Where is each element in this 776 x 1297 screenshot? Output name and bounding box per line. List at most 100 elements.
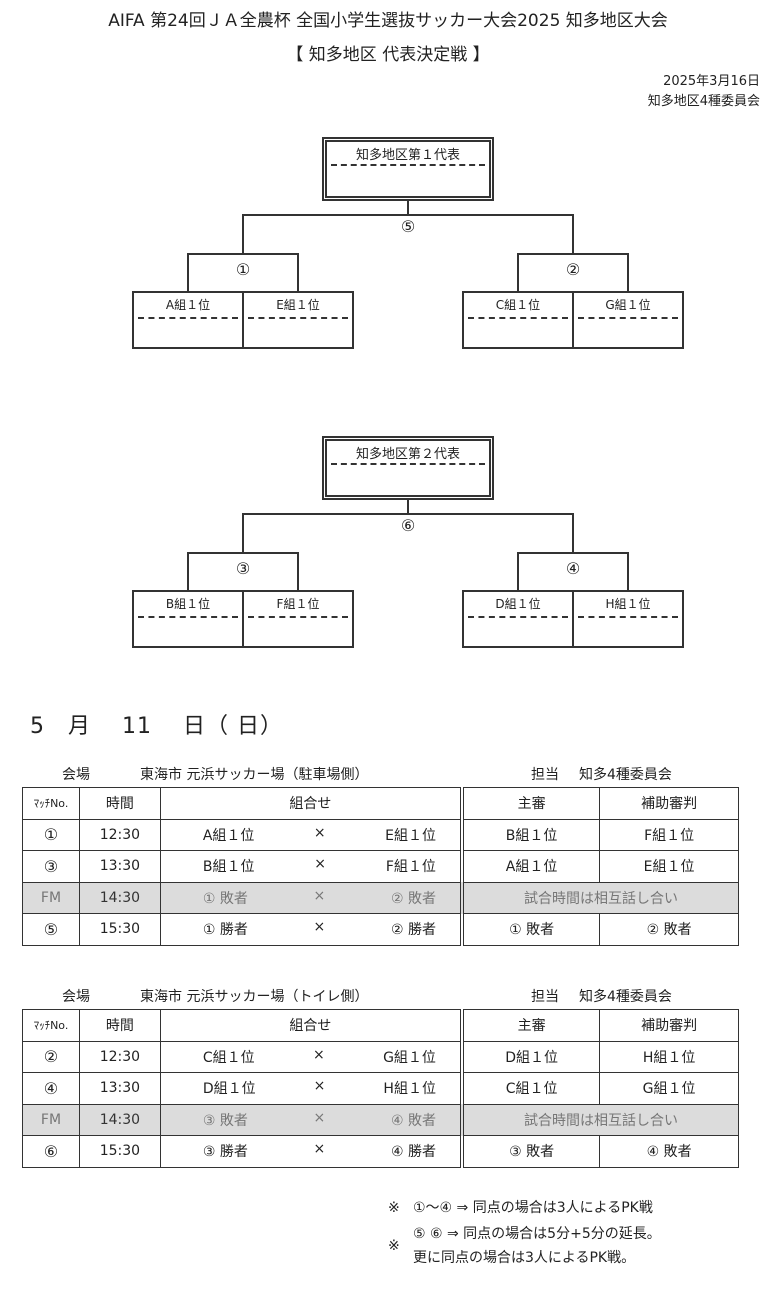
friendly-match-note: 試合時間は相互話し合い: [461, 1103, 739, 1136]
slot-label: A組１位: [165, 298, 211, 312]
bracket-slot: G組１位: [572, 291, 684, 349]
referee: D組１位: [461, 1040, 601, 1073]
match-combination: ③ 敗者×④ 敗者: [159, 1103, 464, 1136]
header-combination: 組合せ: [159, 1009, 464, 1042]
charge-label: 担当: [531, 989, 559, 1005]
header-match-no: ﾏｯﾁNo.: [22, 787, 80, 820]
referee: B組１位: [461, 818, 601, 851]
away-team: ② 敗者: [390, 890, 436, 907]
match-time: 12:30: [78, 818, 161, 851]
referee: ③ 敗者: [461, 1135, 601, 1168]
away-team: E組１位: [385, 827, 436, 844]
note-line: ⑤ ⑥ ⇒ 同点の場合は5分+5分の延長。: [413, 1226, 661, 1242]
representative-label: 知多地区第１代表: [355, 148, 460, 163]
table-row: ⑥ 15:30 ③ 勝者×④ 勝者 ③ 敗者 ④ 敗者: [22, 1135, 739, 1168]
schedule-table: ﾏｯﾁNo. 時間 組合せ 主審 補助審判 ① 12:30 A組１位×E組１位 …: [22, 787, 739, 946]
note-line: ①～④ ⇒ 同点の場合は3人によるPK戦: [413, 1200, 653, 1216]
assistant-referee: F組１位: [599, 818, 739, 851]
slot-label: E組１位: [276, 298, 320, 312]
versus-mark: ×: [314, 856, 327, 873]
referee: A組１位: [461, 850, 601, 883]
bracket-slot: H組１位: [572, 590, 684, 648]
bracket-slot: B組１位: [132, 590, 244, 648]
match-combination: ① 敗者 × ② 敗者: [159, 881, 464, 914]
header-match-no: ﾏｯﾁNo.: [22, 1009, 80, 1042]
versus-mark: ×: [313, 887, 326, 904]
representative-box: 知多地区第１代表: [322, 137, 494, 201]
match-time: 14:30: [78, 881, 161, 914]
table-header-row: ﾏｯﾁNo. 時間 組合せ 主審 補助審判: [22, 787, 739, 820]
table-row-friendly-match: FM 14:30 ① 敗者 × ② 敗者 試合時間は相互話し合い: [22, 881, 739, 914]
venue-name: 東海市 元浜サッカー場（トイレ側）: [140, 989, 369, 1005]
slot-label: D組１位: [495, 597, 541, 611]
home-team: D組１位: [202, 1081, 256, 1098]
table-row: ③ 13:30 B組１位 × F組１位 A組１位 E組１位: [22, 850, 739, 883]
header-assistant: 補助審判: [599, 787, 739, 820]
match-time: 13:30: [78, 1072, 161, 1105]
friendly-match-note: 試合時間は相互話し合い: [461, 881, 739, 914]
note-mark: ※: [388, 1238, 400, 1254]
assistant-referee: ④ 敗者: [599, 1135, 739, 1168]
match-number: ③: [235, 559, 251, 578]
match-number: ⑤: [400, 217, 416, 236]
versus-mark: ×: [313, 919, 326, 936]
slot-label: B組１位: [165, 597, 211, 611]
match-no: FM: [22, 881, 80, 914]
assistant-referee: H組１位: [599, 1040, 739, 1073]
header-time: 時間: [78, 787, 161, 820]
away-team: ② 勝者: [390, 922, 436, 939]
home-team: ③ 勝者: [202, 1144, 248, 1161]
match-no: FM: [22, 1103, 80, 1136]
away-team: G組１位: [383, 1049, 436, 1066]
match-no: ③: [22, 850, 80, 883]
match-time: 14:30: [78, 1103, 161, 1136]
bracket-slot: A組１位: [132, 291, 244, 349]
issue-date: 2025年3月16日: [663, 74, 760, 89]
page-title: AIFA 第24回ＪＡ全農杯 全国小学生選抜サッカー大会2025 知多地区大会: [108, 11, 668, 31]
committee-name: 知多地区4種委員会: [647, 94, 760, 109]
match-number: ④: [565, 559, 581, 578]
versus-mark: ×: [312, 1046, 325, 1063]
match-date-heading: 5 月 11 日（ 日）: [30, 714, 283, 739]
home-team: A組１位: [202, 827, 255, 844]
header-assistant: 補助審判: [599, 1009, 739, 1042]
schedule-table: ﾏｯﾁNo. 時間 組合せ 主審 補助審判 ② 12:30 C組１位×G組１位 …: [22, 1009, 739, 1168]
match-no: ②: [22, 1040, 80, 1073]
match-number: ①: [235, 260, 251, 279]
home-team: C組１位: [202, 1049, 255, 1066]
home-team: ③ 敗者: [202, 1112, 248, 1129]
match-time: 13:30: [78, 850, 161, 883]
charge-label: 担当: [531, 767, 559, 783]
bracket-slot: E組１位: [242, 291, 354, 349]
bracket-slot: C組１位: [462, 291, 574, 349]
slot-label: G組１位: [605, 298, 651, 312]
assistant-referee: G組１位: [599, 1072, 739, 1105]
assistant-referee: ② 敗者: [599, 913, 739, 946]
versus-mark: ×: [313, 1109, 326, 1126]
slot-label: F組１位: [276, 597, 320, 611]
venue-label: 会場: [62, 989, 90, 1005]
match-no: ④: [22, 1072, 80, 1105]
referee: C組１位: [461, 1072, 601, 1105]
match-combination: ③ 勝者×④ 勝者: [159, 1135, 464, 1168]
assistant-referee: E組１位: [599, 850, 739, 883]
header-combination: 組合せ: [159, 787, 464, 820]
home-team: B組１位: [202, 859, 255, 876]
match-time: 15:30: [78, 1135, 161, 1168]
versus-mark: ×: [313, 824, 326, 841]
charge-name: 知多4種委員会: [579, 989, 672, 1005]
home-team: ① 敗者: [202, 890, 248, 907]
charge-name: 知多4種委員会: [579, 767, 672, 783]
match-no: ⑤: [22, 913, 80, 946]
match-combination: D組１位×H組１位: [159, 1072, 464, 1105]
header-meta: 2025年3月16日 知多地区4種委員会: [648, 72, 760, 112]
away-team: F組１位: [385, 859, 436, 876]
bracket-slot: F組１位: [242, 590, 354, 648]
match-time: 12:30: [78, 1040, 161, 1073]
away-team: ④ 勝者: [390, 1144, 436, 1161]
header-time: 時間: [78, 1009, 161, 1042]
venue-label: 会場: [62, 767, 90, 783]
referee: ① 敗者: [461, 913, 601, 946]
note-line: 更に同点の場合は3人によるPK戦。: [413, 1250, 636, 1266]
versus-mark: ×: [313, 1078, 326, 1095]
